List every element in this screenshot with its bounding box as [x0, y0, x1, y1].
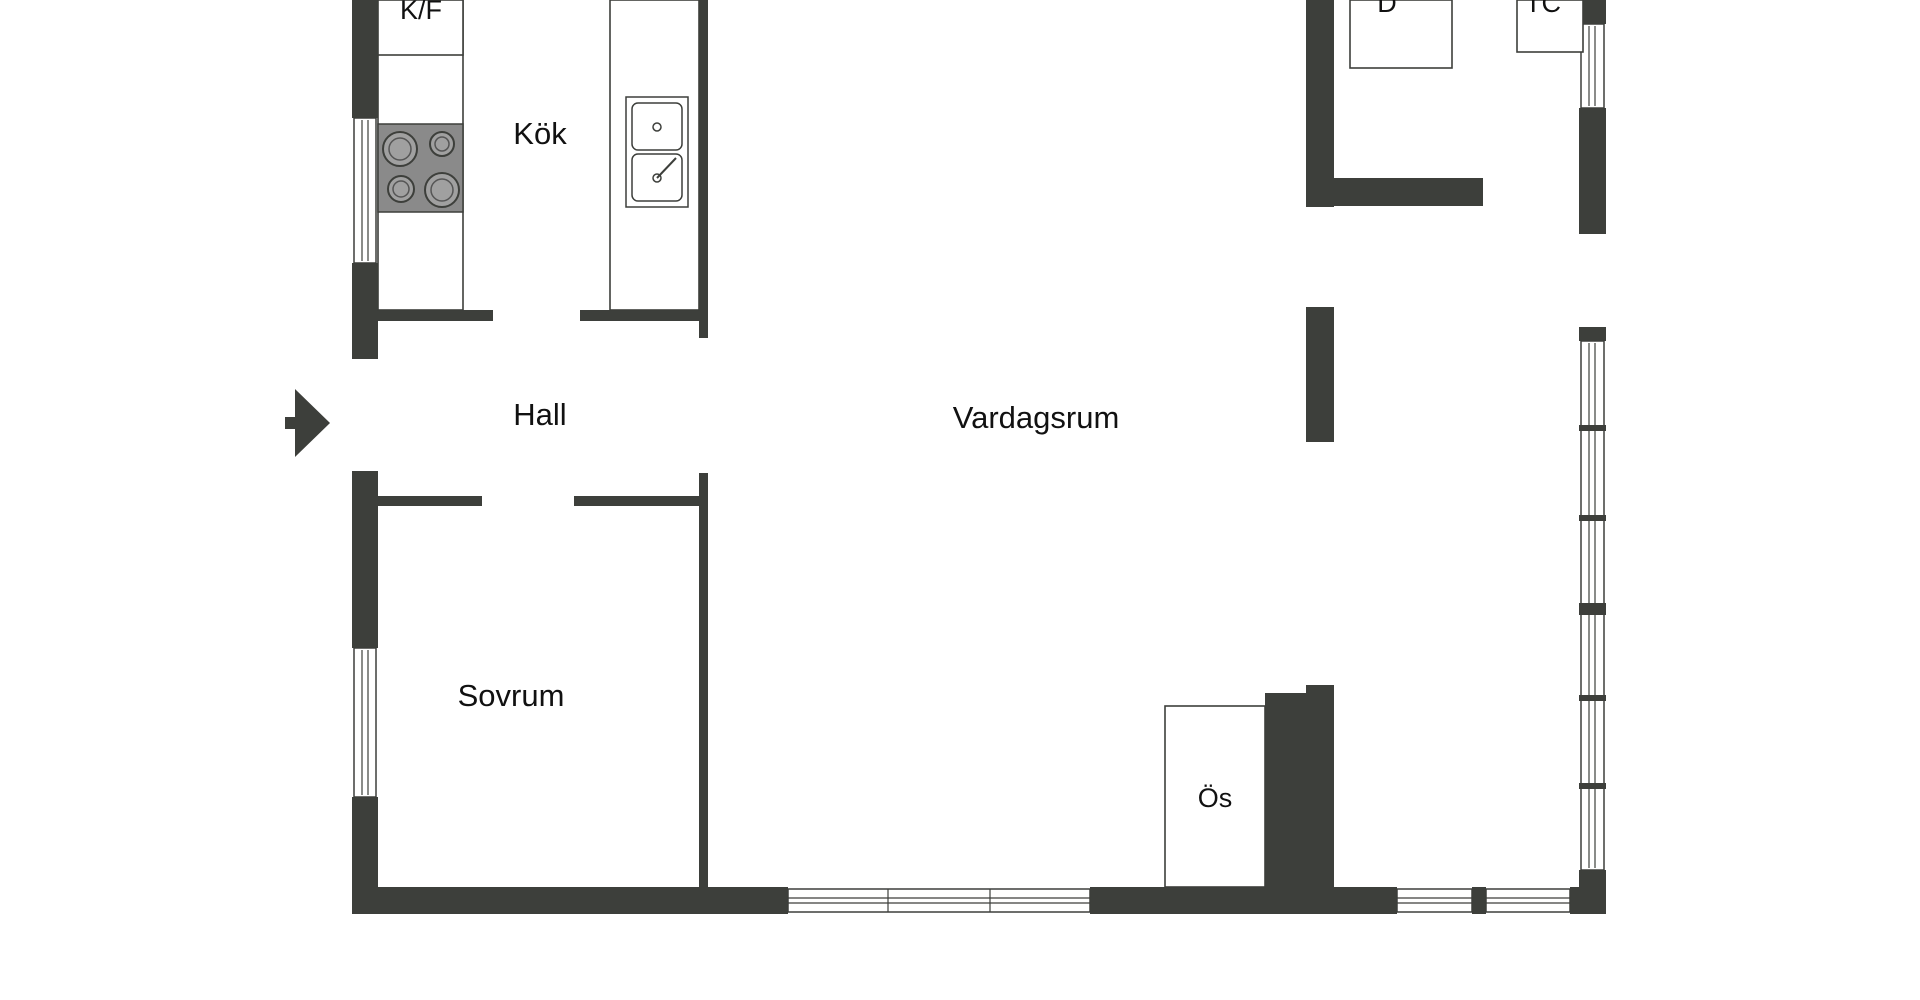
sink-icon: [625, 96, 689, 208]
window-right-laundry: [1580, 23, 1605, 109]
wall-divider-living: [1306, 307, 1334, 442]
wall-left-top-a: [352, 0, 378, 118]
wall-laundry-bottom: [1306, 178, 1483, 206]
fridge-freezer: [377, 0, 464, 56]
window-bottom-living: [787, 888, 1091, 913]
chimney-cap: [1306, 685, 1334, 697]
wall-kitchen-hall-right: [580, 310, 708, 321]
room-label-kitchen: Kök: [513, 116, 567, 151]
room-label-bedroom: Sovrum: [458, 678, 565, 713]
walls: [352, 0, 1606, 914]
entrance-arrow-icon: [285, 389, 330, 457]
washer-dryer-box: [1516, 0, 1584, 53]
laundry-fixtures: [1349, 0, 1584, 69]
dishwasher-box: [1349, 0, 1453, 69]
wall-bottom-b: [1090, 887, 1397, 914]
room-label-hall: Hall: [513, 397, 566, 432]
fireplace-label: Ös: [1198, 783, 1233, 813]
windows: [353, 23, 1606, 913]
wall-laundry-left: [1306, 0, 1334, 207]
wall-right-lower-b: [1579, 870, 1606, 914]
wall-kitchen-hall-left: [378, 310, 493, 321]
fireplace-box: [1164, 705, 1266, 888]
kitchen-fixtures: [377, 0, 700, 311]
wall-right-top-b: [1579, 108, 1606, 234]
wall-left-bottom-a: [352, 471, 378, 648]
wall-bedroom-hall-right: [574, 496, 708, 506]
wall-bedroom-hall-left: [378, 496, 482, 506]
wall-kitchen-right: [699, 0, 708, 338]
room-label-living-room: Vardagsrum: [953, 400, 1120, 435]
wall-bedroom-right: [699, 473, 708, 893]
stove-icon: [377, 123, 464, 213]
wall-bottom-a: [352, 887, 788, 914]
window-bedroom: [353, 647, 377, 798]
window-kitchen: [353, 117, 377, 264]
wall-bottom-c: [1472, 887, 1486, 914]
wall-left-top-b: [352, 263, 378, 359]
washer-dryer-label: TC: [1525, 0, 1561, 18]
chimney: [1265, 693, 1334, 903]
window-right-living: [1579, 340, 1606, 871]
window-bottom-right: [1396, 888, 1571, 913]
dishwasher-label: D: [1377, 0, 1397, 18]
wall-right-lower-a: [1579, 327, 1606, 341]
fridge-freezer-label: K/F: [400, 0, 442, 25]
